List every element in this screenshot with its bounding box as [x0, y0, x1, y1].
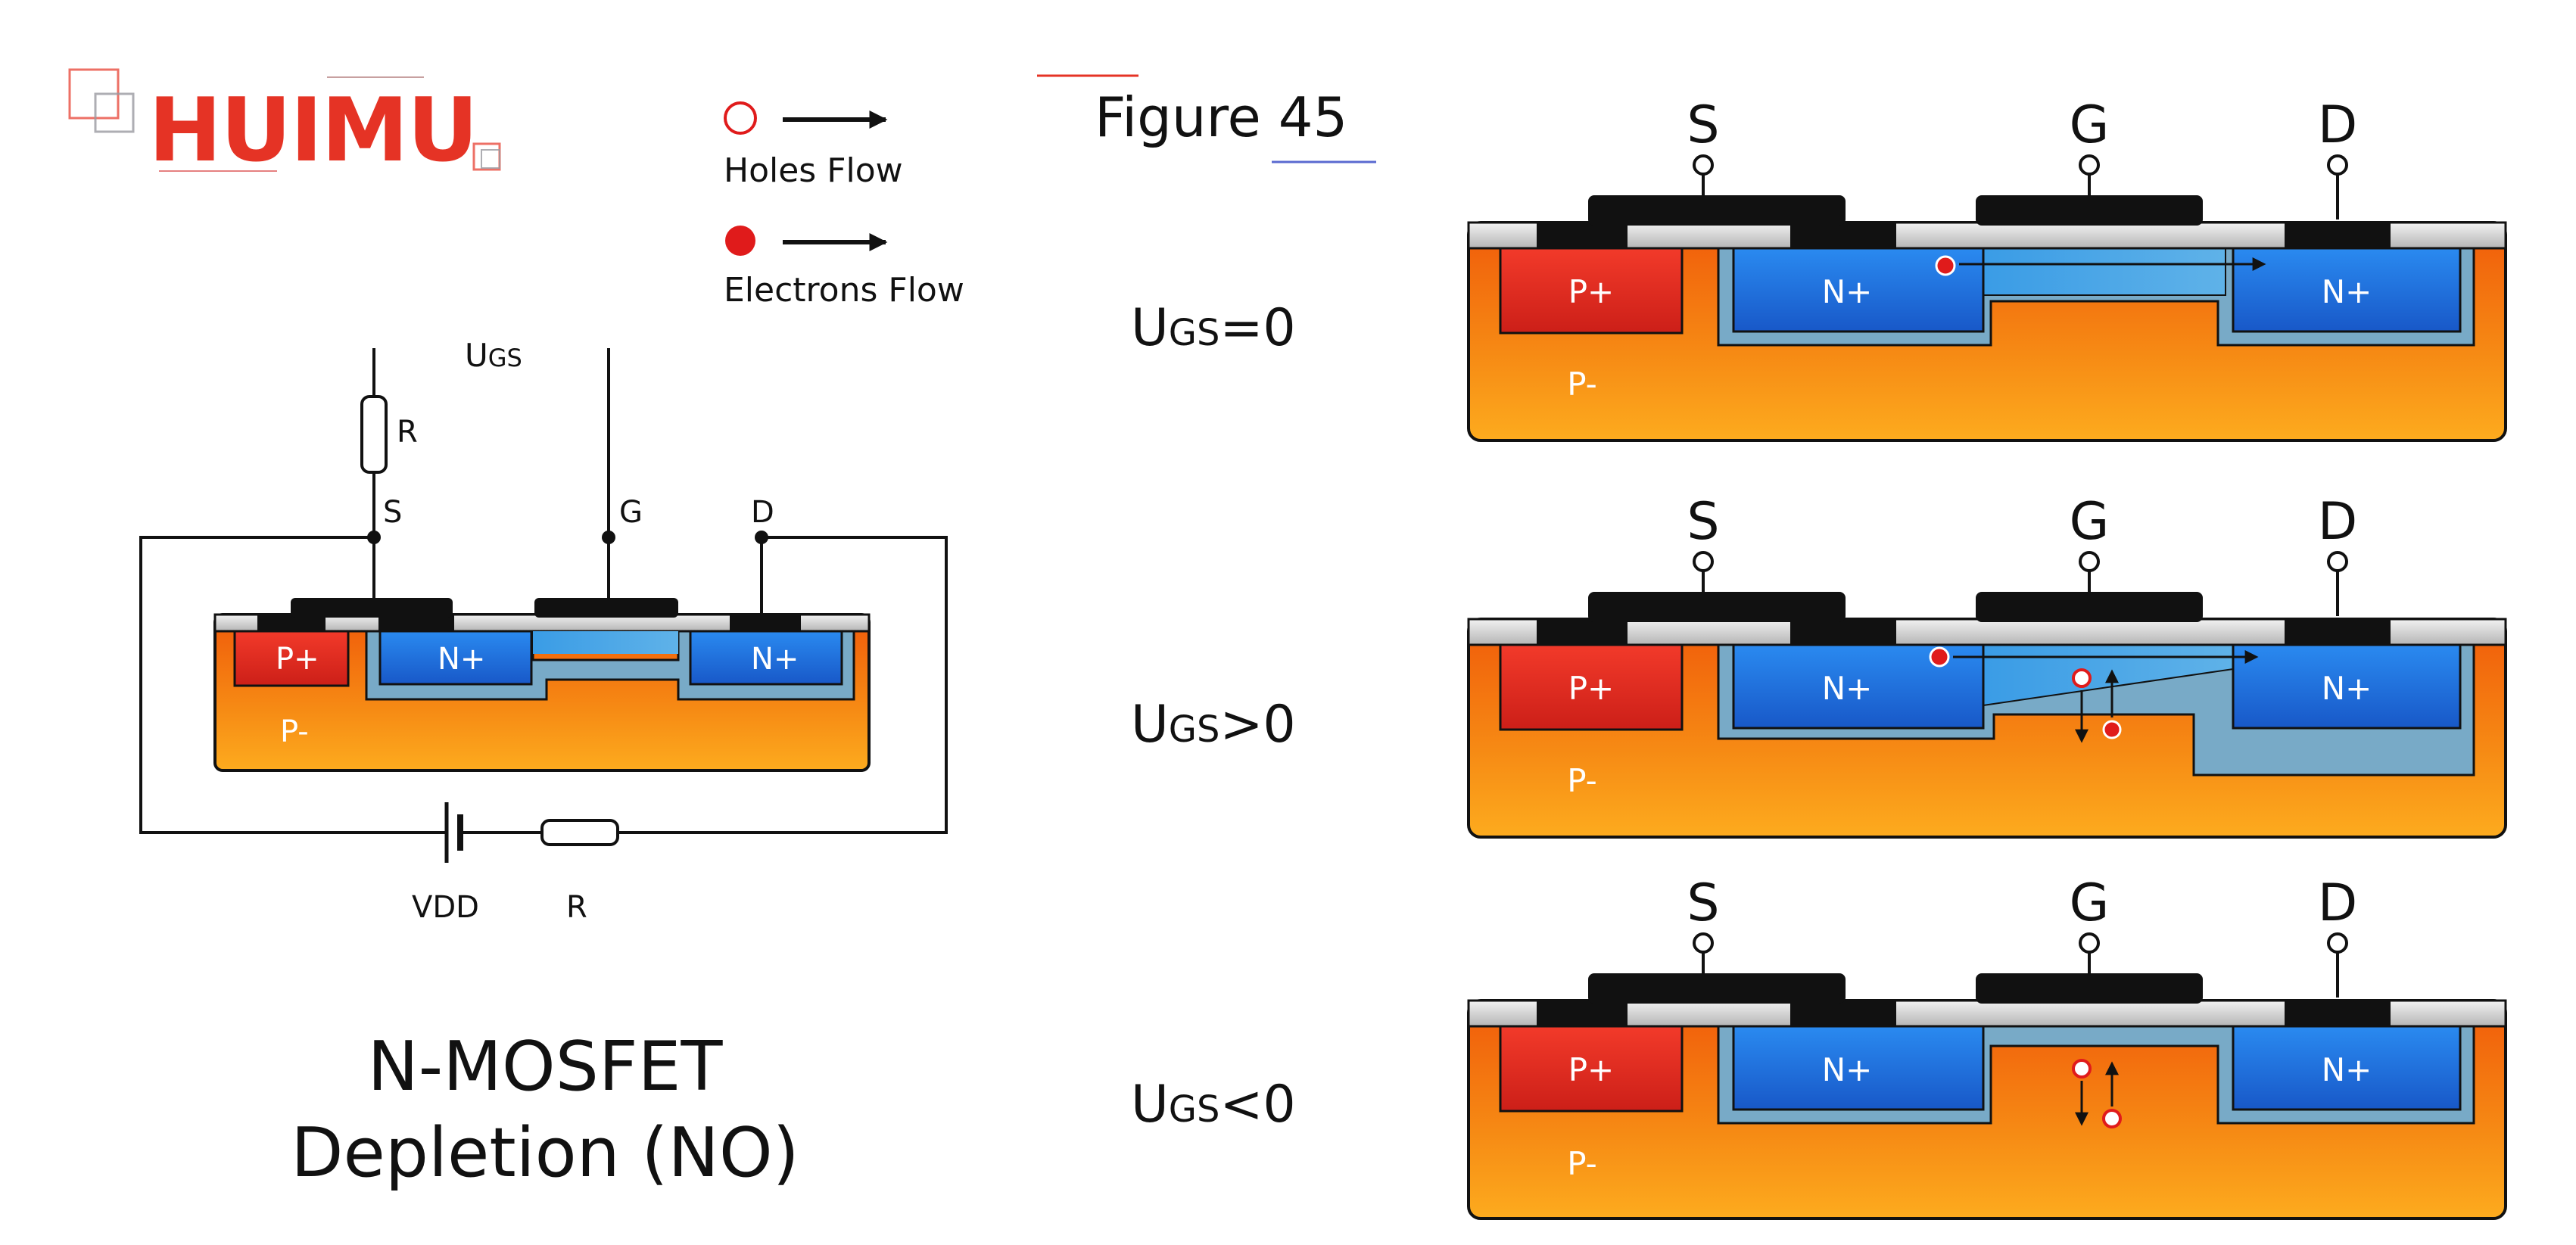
n-plus-left-label: N+: [1822, 670, 1873, 707]
panel-ugs-positive: UGS>0 S G D: [1131, 492, 2507, 839]
logo-text: HUIMU: [148, 79, 477, 182]
electron: [1935, 255, 1956, 276]
condition-label: UGS<0: [1131, 1075, 1296, 1135]
s-terminal: S: [1687, 873, 1719, 933]
p-plus-label: P+: [1568, 1051, 1615, 1088]
hole: [2072, 1059, 2092, 1078]
small-p-plus: P+: [276, 642, 319, 677]
small-n-plus-right: N+: [751, 642, 799, 677]
hole: [2102, 720, 2122, 739]
hole: [2072, 668, 2092, 688]
electron: [1929, 646, 1950, 668]
small-n-plus-left: N+: [438, 642, 485, 677]
caption-line2: Depletion (NO): [291, 1113, 799, 1193]
d-terminal: D: [2318, 873, 2357, 933]
panel-ugs-negative: UGS<0 S G D P: [1131, 873, 2507, 1220]
r-bottom-label: R: [566, 890, 587, 925]
n-plus-left-label: N+: [1822, 1051, 1873, 1088]
small-device: P+ N+ N+ P-: [213, 598, 871, 772]
d-terminal: D: [2318, 492, 2357, 552]
resistor-bottom: [540, 819, 619, 846]
resistor-top: [360, 395, 388, 474]
g-terminal: G: [2070, 95, 2110, 155]
p-minus-label: P-: [1567, 1145, 1597, 1182]
legend: Holes Flow Electrons Flow: [724, 101, 964, 310]
ugs-label: UGS: [465, 337, 522, 374]
d-terminal: D: [2318, 95, 2357, 155]
n-plus-left-label: N+: [1822, 273, 1873, 310]
n-plus-right-label: N+: [2322, 273, 2372, 310]
d-label: D: [751, 495, 774, 530]
p-minus-label: P-: [1567, 762, 1597, 799]
electrons-flow-label: Electrons Flow: [724, 271, 964, 310]
g-label: G: [619, 495, 643, 530]
r-top-label: R: [397, 415, 418, 450]
logo: HUIMU: [68, 68, 501, 182]
panel-ugs-zero: UGS=0 S G D: [1131, 95, 2507, 442]
caption-line1: N-MOSFET: [367, 1027, 723, 1106]
caption: N-MOSFET Depletion (NO): [291, 1027, 799, 1193]
condition-label: UGS>0: [1131, 695, 1296, 755]
s-terminal: S: [1687, 95, 1719, 155]
n-plus-right-label: N+: [2322, 670, 2372, 707]
holes-flow-label: Holes Flow: [724, 151, 903, 190]
electron-symbol: [725, 226, 755, 256]
p-minus-label: P-: [1567, 366, 1597, 403]
vdd-battery: [444, 802, 463, 863]
figure-label: Figure 45: [1037, 74, 1376, 163]
p-plus-label: P+: [1568, 273, 1615, 310]
g-terminal: G: [2070, 873, 2110, 933]
g-terminal: G: [2070, 492, 2110, 552]
vdd-label: VDD: [412, 890, 479, 925]
s-label: S: [383, 495, 402, 530]
s-terminal: S: [1687, 492, 1719, 552]
circuit: VDD R R UGS S G D: [139, 337, 948, 925]
hole: [2102, 1109, 2122, 1128]
n-plus-right-label: N+: [2322, 1051, 2372, 1088]
small-p-minus: P-: [280, 714, 309, 749]
condition-label: UGS=0: [1131, 298, 1296, 358]
figure-number: Figure 45: [1095, 86, 1347, 149]
p-plus-label: P+: [1568, 670, 1615, 707]
hole-symbol: [724, 101, 757, 135]
